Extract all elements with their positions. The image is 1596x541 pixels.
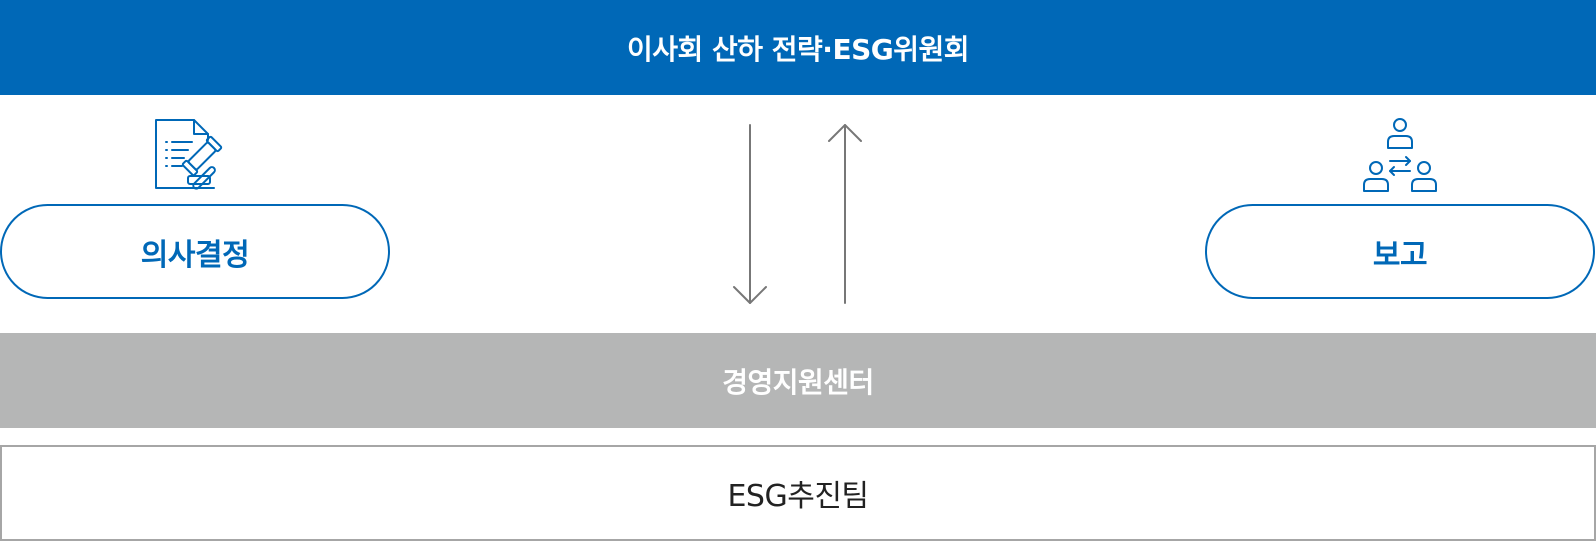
down-arrow-icon	[733, 124, 767, 304]
decision-making-label: 의사결정	[140, 237, 250, 273]
report-pill: 보고	[1205, 204, 1595, 299]
up-arrow-icon	[828, 124, 862, 304]
esg-team-box: ESG추진팀	[0, 445, 1596, 541]
board-committee-label: 이사회 산하 전략·ESG위원회	[626, 32, 970, 66]
board-committee-box: 이사회 산하 전략·ESG위원회	[0, 0, 1596, 95]
management-support-center-box: 경영지원센터	[0, 333, 1596, 428]
decision-making-pill: 의사결정	[0, 204, 390, 299]
esg-team-label: ESG추진팀	[727, 479, 869, 514]
flow-arrows	[733, 124, 862, 304]
people-exchange-icon	[1363, 118, 1437, 192]
document-gavel-icon	[155, 119, 223, 190]
report-label: 보고	[1372, 237, 1428, 273]
management-support-center-label: 경영지원센터	[722, 365, 874, 399]
